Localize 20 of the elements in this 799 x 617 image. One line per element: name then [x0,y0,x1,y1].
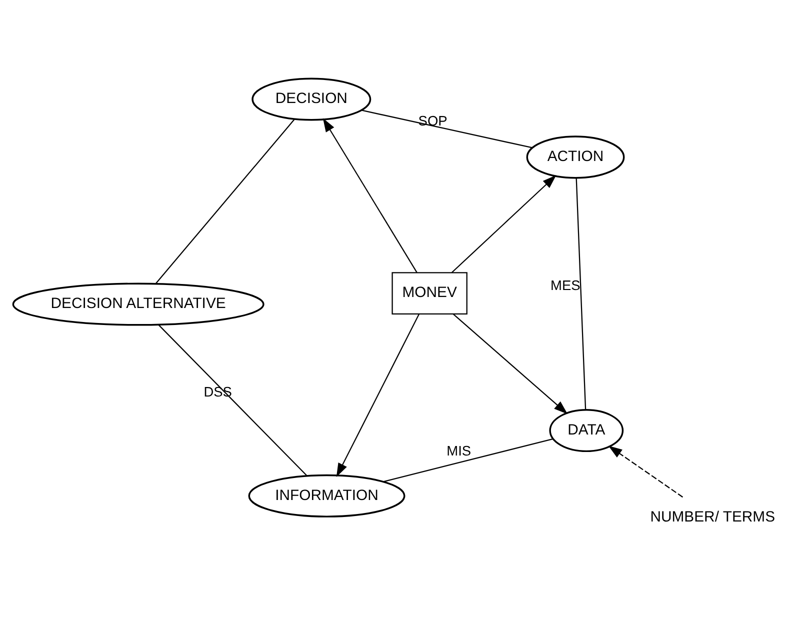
arrow [453,314,568,414]
edge-label: SOP [418,113,448,128]
node-box: MONEV [392,272,468,315]
edge-label: MES [550,278,580,294]
connector [155,118,295,284]
arrow [322,118,418,273]
edge-label: MIS [446,444,472,459]
node-ellipse: DECISION ALTERNATIVE [12,282,264,326]
arrow [608,446,684,498]
connector [576,178,586,410]
node-ellipse: INFORMATION [248,474,406,518]
arrow [451,175,556,274]
node-ellipse: ACTION [526,136,625,179]
node-ellipse: DECISION [252,78,372,121]
node-text: NUMBER/ TERMS [650,510,776,526]
connector [361,110,532,148]
connector [158,324,308,476]
node-ellipse: DATA [549,409,624,452]
arrow [336,314,420,477]
connector [383,438,554,482]
